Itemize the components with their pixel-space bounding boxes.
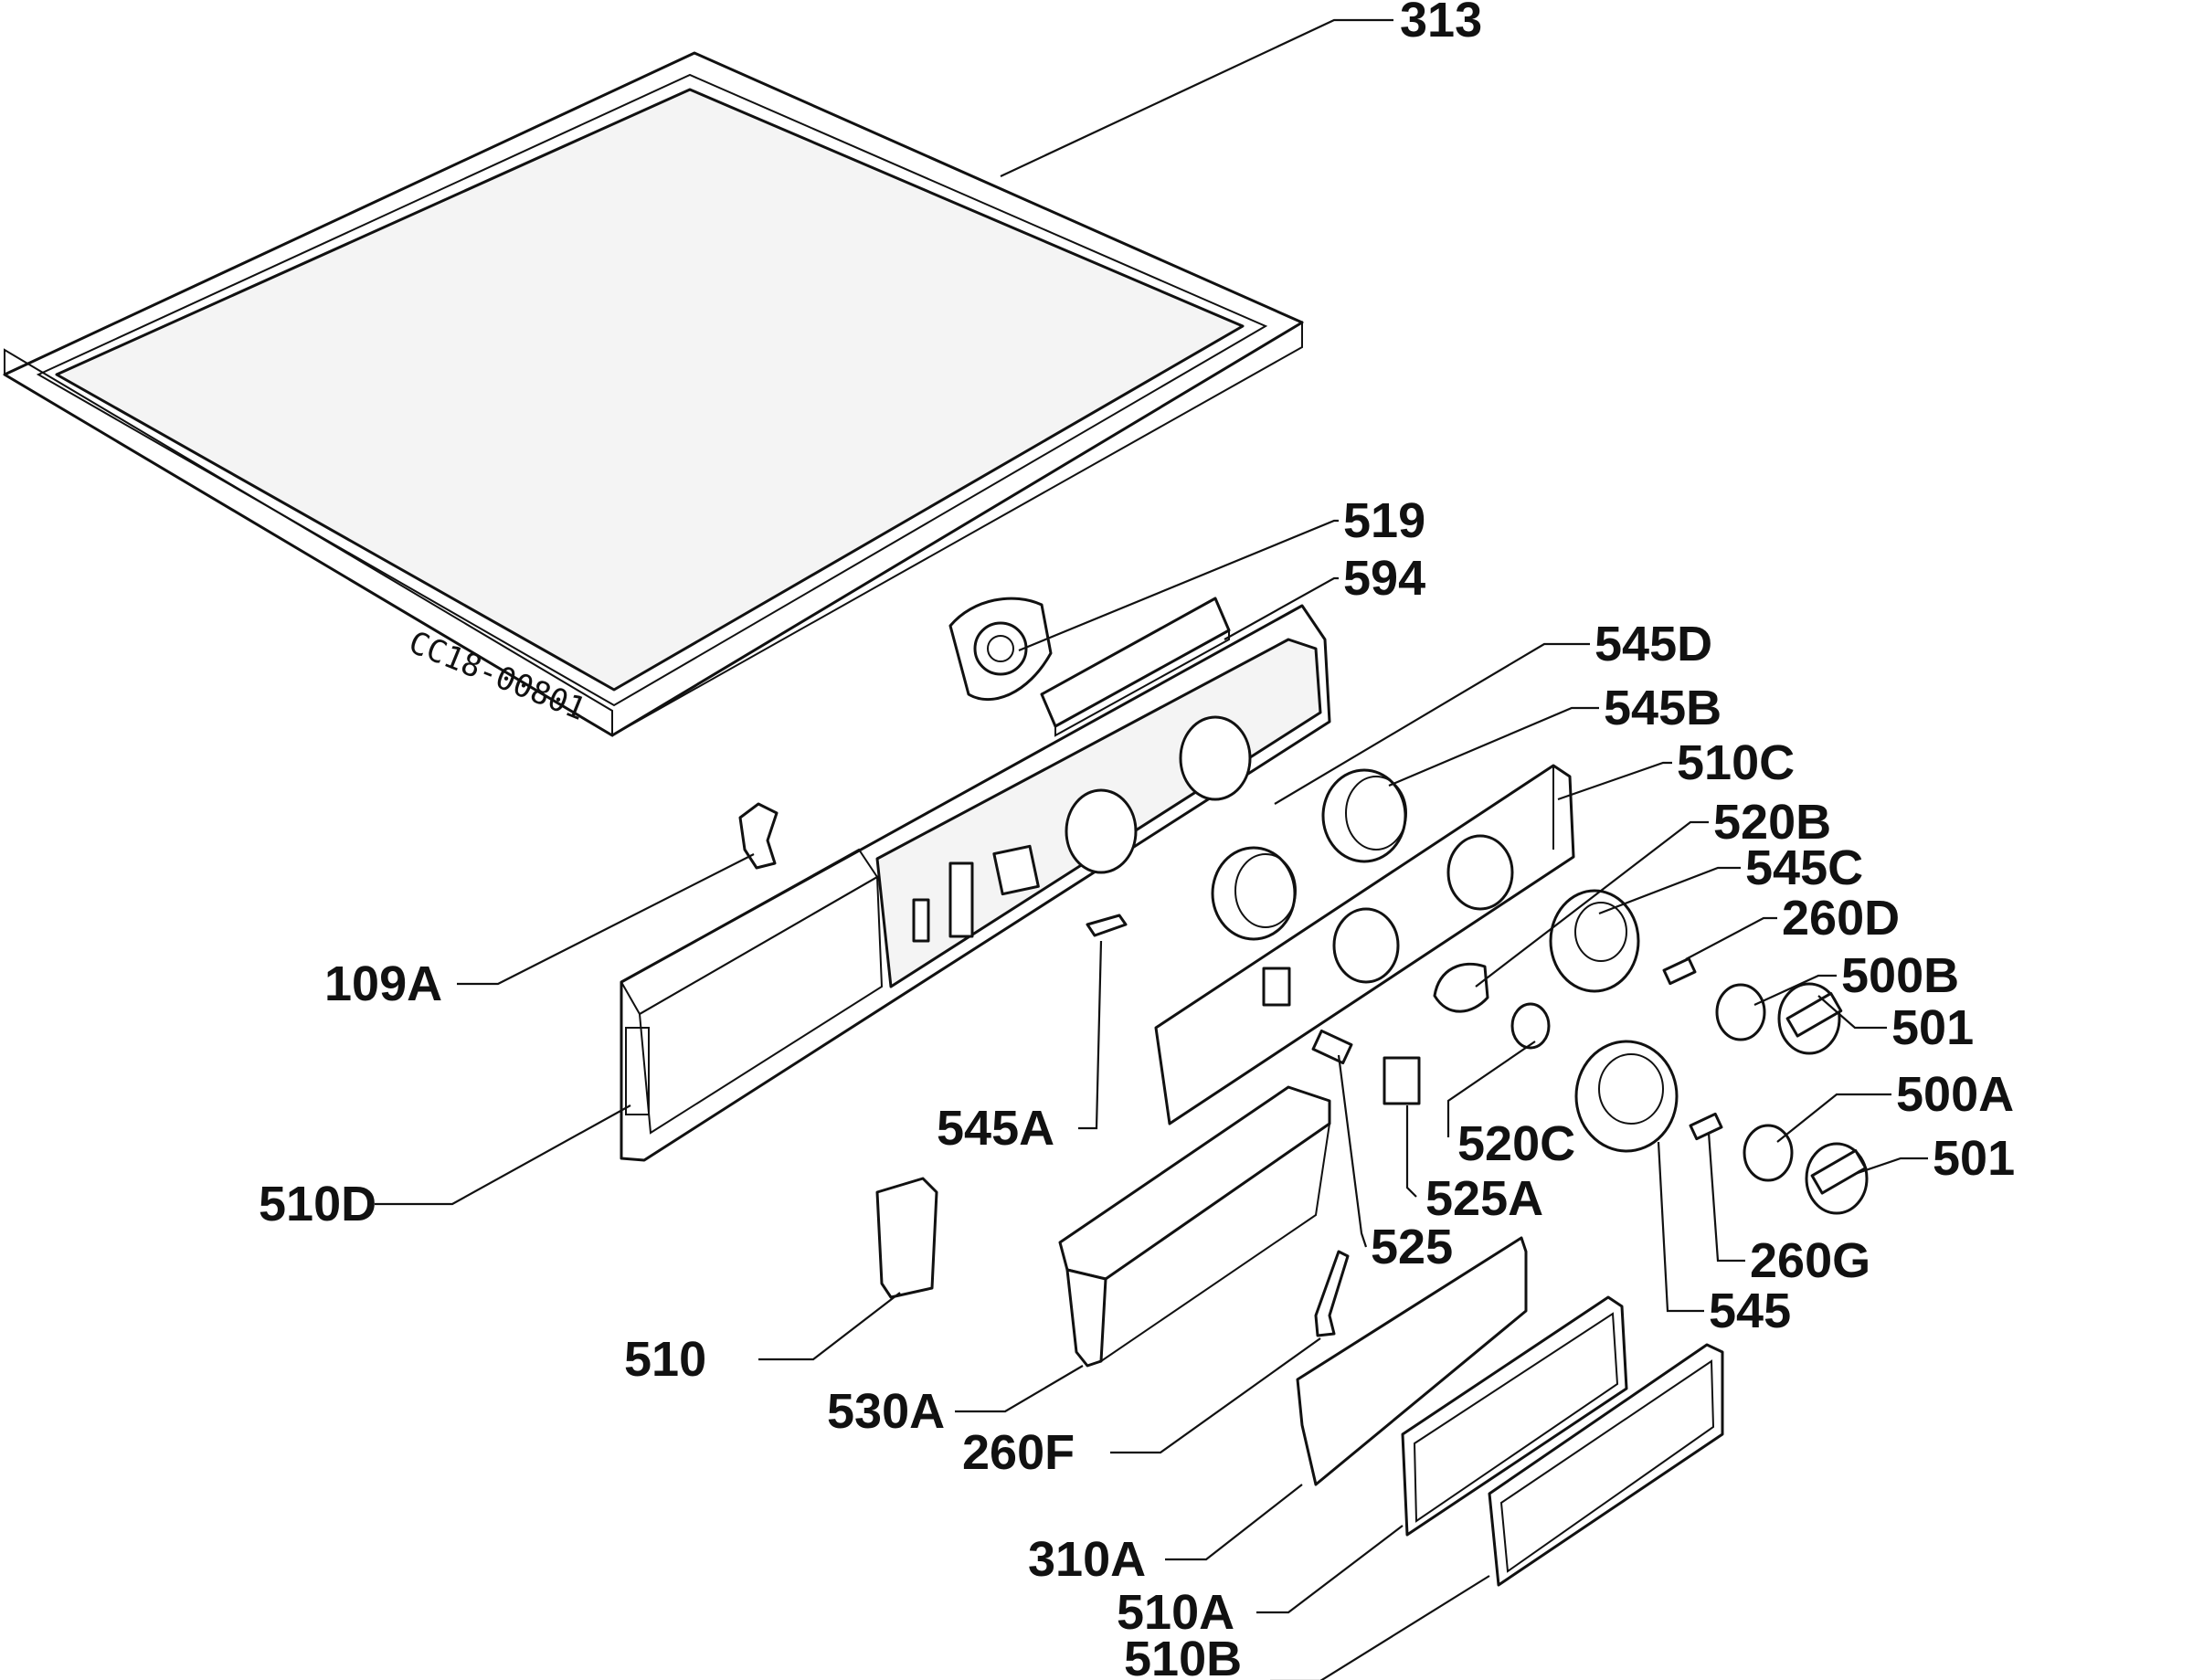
part-545C-knob-housing: [1549, 889, 1640, 993]
callout-530A: 530A: [827, 1384, 945, 1439]
callout-545: 545: [1709, 1284, 1791, 1338]
part-545A-tab: [1086, 914, 1128, 937]
part-310A-panel: [1296, 1236, 1528, 1486]
callout-520B: 520B: [1713, 795, 1831, 850]
callout-525A: 525A: [1425, 1171, 1543, 1226]
callout-510B: 510B: [1124, 1632, 1242, 1680]
callout-510D: 510D: [259, 1177, 376, 1231]
callout-545C: 545C: [1745, 840, 1863, 895]
callout-501-upper: 501: [1891, 1000, 1974, 1055]
callout-313: 313: [1400, 0, 1482, 48]
part-525-connector: [1311, 1029, 1353, 1065]
callout-519: 519: [1343, 493, 1425, 548]
part-260D-spring: [1662, 956, 1697, 986]
part-520C-gear: [1510, 1002, 1551, 1050]
callout-260D: 260D: [1782, 891, 1900, 946]
part-501-knob-lower: [1805, 1142, 1869, 1215]
part-501-knob-upper: [1777, 982, 1843, 1055]
callout-510A: 510A: [1117, 1585, 1234, 1640]
part-530A-drawer: [1058, 1085, 1331, 1368]
part-519-switch-disc: [948, 597, 1053, 702]
part-260G-spring: [1689, 1112, 1723, 1141]
callout-500A: 500A: [1896, 1067, 2014, 1122]
callout-545B: 545B: [1604, 681, 1722, 735]
callout-510: 510: [624, 1332, 706, 1387]
part-500A-spindle: [1743, 1124, 1794, 1182]
callout-525: 525: [1371, 1220, 1453, 1274]
leader-lines: [375, 18, 1928, 1680]
callout-545A: 545A: [937, 1101, 1054, 1156]
callout-510C: 510C: [1677, 735, 1795, 790]
part-510A-panel: [1401, 1295, 1628, 1537]
callout-594: 594: [1343, 551, 1425, 606]
part-260F-latch: [1314, 1250, 1350, 1337]
callout-310A: 310A: [1028, 1532, 1146, 1587]
part-525A-block: [1383, 1056, 1421, 1105]
callout-labels: 313 519 594 545D 545B 510C 520B 545C 260…: [259, 0, 2015, 1680]
part-510C-faceplate: [1154, 764, 1575, 1125]
part-594-bar: [1040, 597, 1231, 737]
part-545D-ring: [1211, 846, 1297, 941]
part-545B-ring: [1321, 768, 1407, 863]
callout-520C: 520C: [1457, 1116, 1575, 1171]
callout-500B: 500B: [1841, 948, 1959, 1003]
callout-260G: 260G: [1750, 1233, 1870, 1288]
part-520B-bracket: [1433, 962, 1489, 1013]
callout-109A: 109A: [324, 956, 442, 1011]
part-545-knob-housing: [1574, 1040, 1679, 1153]
part-510D-control-panel: [620, 604, 1331, 1162]
part-313-top-cover: CC18-00801: [3, 51, 1304, 737]
part-510B-panel: [1488, 1343, 1724, 1587]
callout-501-lower: 501: [1933, 1131, 2015, 1186]
part-500B-spindle: [1715, 983, 1766, 1041]
part-109A-clip: [738, 802, 779, 870]
part-510-side-trim: [875, 1177, 938, 1299]
callout-260F: 260F: [962, 1425, 1075, 1480]
callout-545D: 545D: [1594, 617, 1712, 671]
